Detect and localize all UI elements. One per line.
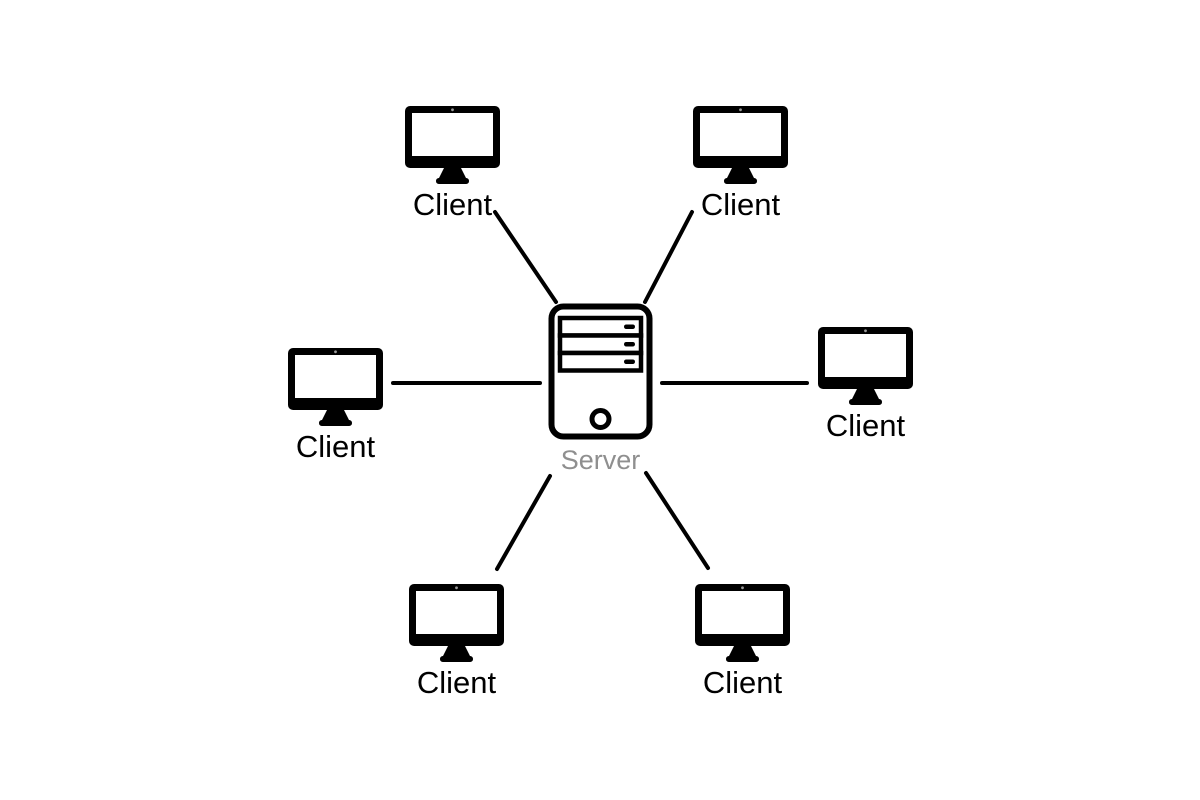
camera-dot-icon xyxy=(455,586,458,590)
server-label: Server xyxy=(560,445,641,475)
camera-dot-icon xyxy=(864,329,867,333)
connection-line-client-bottom-left xyxy=(495,474,552,571)
client-node-middle-left: Client xyxy=(288,348,383,464)
client-label: Client xyxy=(702,665,783,700)
client-label: Client xyxy=(825,408,906,443)
power-button-icon xyxy=(589,408,612,430)
monitor-icon xyxy=(409,584,504,662)
client-node-bottom-right: Client xyxy=(695,584,790,700)
client-label: Client xyxy=(700,187,781,222)
monitor-icon xyxy=(288,348,383,426)
client-node-bottom-left: Client xyxy=(409,584,504,700)
camera-dot-icon xyxy=(334,350,337,354)
monitor-icon xyxy=(695,584,790,662)
connection-line-client-bottom-right xyxy=(644,471,710,570)
client-node-top-right: Client xyxy=(693,106,788,222)
client-node-top-left: Client xyxy=(405,106,500,222)
client-label: Client xyxy=(295,429,376,464)
client-label: Client xyxy=(412,187,493,222)
connection-line-client-top-right xyxy=(643,210,694,304)
server-icon xyxy=(548,303,653,440)
monitor-icon xyxy=(818,327,913,405)
camera-dot-icon xyxy=(451,108,454,112)
server-node: Server xyxy=(548,303,653,474)
monitor-icon xyxy=(693,106,788,184)
camera-dot-icon xyxy=(741,586,744,590)
client-node-middle-right: Client xyxy=(818,327,913,443)
client-label: Client xyxy=(416,665,497,700)
monitor-icon xyxy=(405,106,500,184)
camera-dot-icon xyxy=(739,108,742,112)
connection-line-client-top-left xyxy=(493,210,558,304)
drive-bay-leds xyxy=(624,324,635,364)
